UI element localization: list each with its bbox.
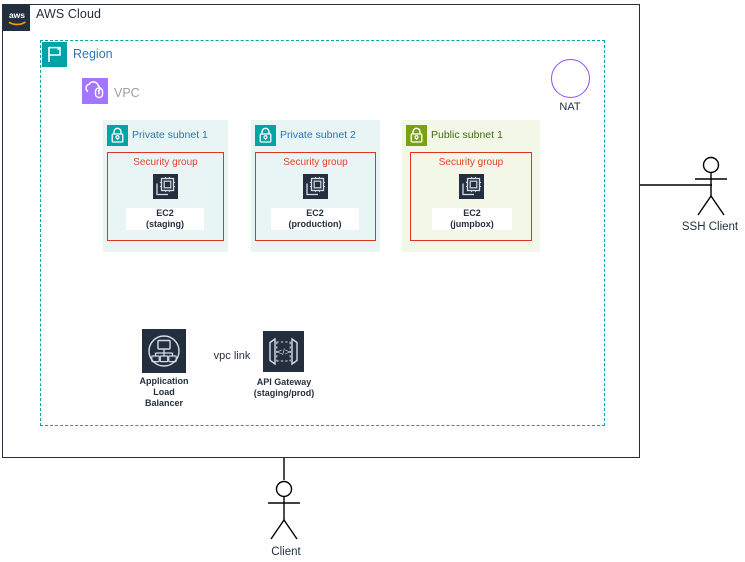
vpc-link-label: vpc link: [213, 350, 251, 362]
client-actor-label: Client: [271, 546, 301, 558]
ec2-jumpbox-name: EC2: [463, 208, 481, 218]
lock-icon: [406, 125, 427, 146]
alb-caption-line-2: Load: [153, 387, 175, 397]
lock-glyph: [111, 127, 124, 143]
lock-glyph: [259, 127, 272, 143]
ec2-staging-caption: EC2 (staging): [126, 208, 204, 230]
nat-label: NAT: [559, 101, 581, 113]
lock-icon: [107, 125, 128, 146]
security-group-label: Security group: [133, 157, 198, 168]
alb-glyph: [148, 335, 180, 367]
apigw-caption-line-2: (staging/prod): [253, 388, 315, 398]
alb-caption-line-1: Application: [139, 376, 189, 386]
ec2-instance-icon: [153, 174, 178, 199]
region-boundary: [40, 40, 605, 426]
security-group-production: Security group: [255, 152, 376, 241]
ec2-jumpbox-caption: EC2 (jumpbox): [432, 208, 512, 230]
ec2-staging-detail: (staging): [146, 219, 184, 229]
ec2-instance-icon: [459, 174, 484, 199]
ec2-staging-name: EC2: [156, 208, 174, 218]
svg-text:aws: aws: [8, 10, 24, 20]
ec2-glyph: [156, 176, 176, 196]
application-load-balancer-caption: Application Load Balancer: [124, 376, 204, 409]
application-load-balancer-icon: [142, 329, 186, 373]
subnet-label: Public subnet 1: [431, 129, 503, 141]
region-label: Region: [73, 47, 113, 61]
vpc-label: VPC: [114, 86, 140, 100]
security-group-jumpbox: Security group: [410, 152, 532, 241]
subnet-label: Private subnet 2: [280, 129, 356, 141]
region-flag-icon: [42, 42, 67, 67]
security-group-label: Security group: [283, 157, 348, 168]
security-group-staging: Security group: [107, 152, 224, 241]
lock-glyph: [410, 127, 423, 143]
ec2-glyph: [462, 176, 482, 196]
ec2-jumpbox-detail: (jumpbox): [450, 219, 494, 229]
ssh-client-actor-figure: [695, 156, 727, 216]
aws-cloud-label: AWS Cloud: [36, 7, 102, 21]
aws-logo-icon: aws: [3, 5, 30, 31]
svg-text:</>: </>: [277, 347, 290, 357]
ec2-production-detail: (production): [288, 219, 342, 229]
ec2-production-caption: EC2 (production): [271, 208, 359, 230]
vpc-cloud-lock-icon: [82, 78, 108, 104]
api-gateway-glyph: </>: [269, 337, 298, 366]
region-flag-glyph: [48, 46, 61, 62]
aws-logo-glyph: aws: [8, 10, 26, 26]
client-actor-figure: [268, 480, 300, 540]
ssh-client-actor-label: SSH Client: [681, 221, 739, 233]
ec2-glyph: [306, 176, 326, 196]
nat-gateway-circle: [551, 59, 590, 98]
vpc-glyph: [85, 81, 104, 99]
alb-caption-line-3: Balancer: [144, 398, 184, 408]
ec2-instance-icon: [303, 174, 328, 199]
apigw-caption-line-1: API Gateway: [256, 377, 312, 387]
api-gateway-caption: API Gateway (staging/prod): [240, 377, 328, 399]
security-group-label: Security group: [438, 157, 504, 168]
lock-icon: [255, 125, 276, 146]
ec2-production-name: EC2: [306, 208, 324, 218]
api-gateway-icon: </>: [263, 331, 304, 372]
subnet-label: Private subnet 1: [132, 129, 208, 141]
